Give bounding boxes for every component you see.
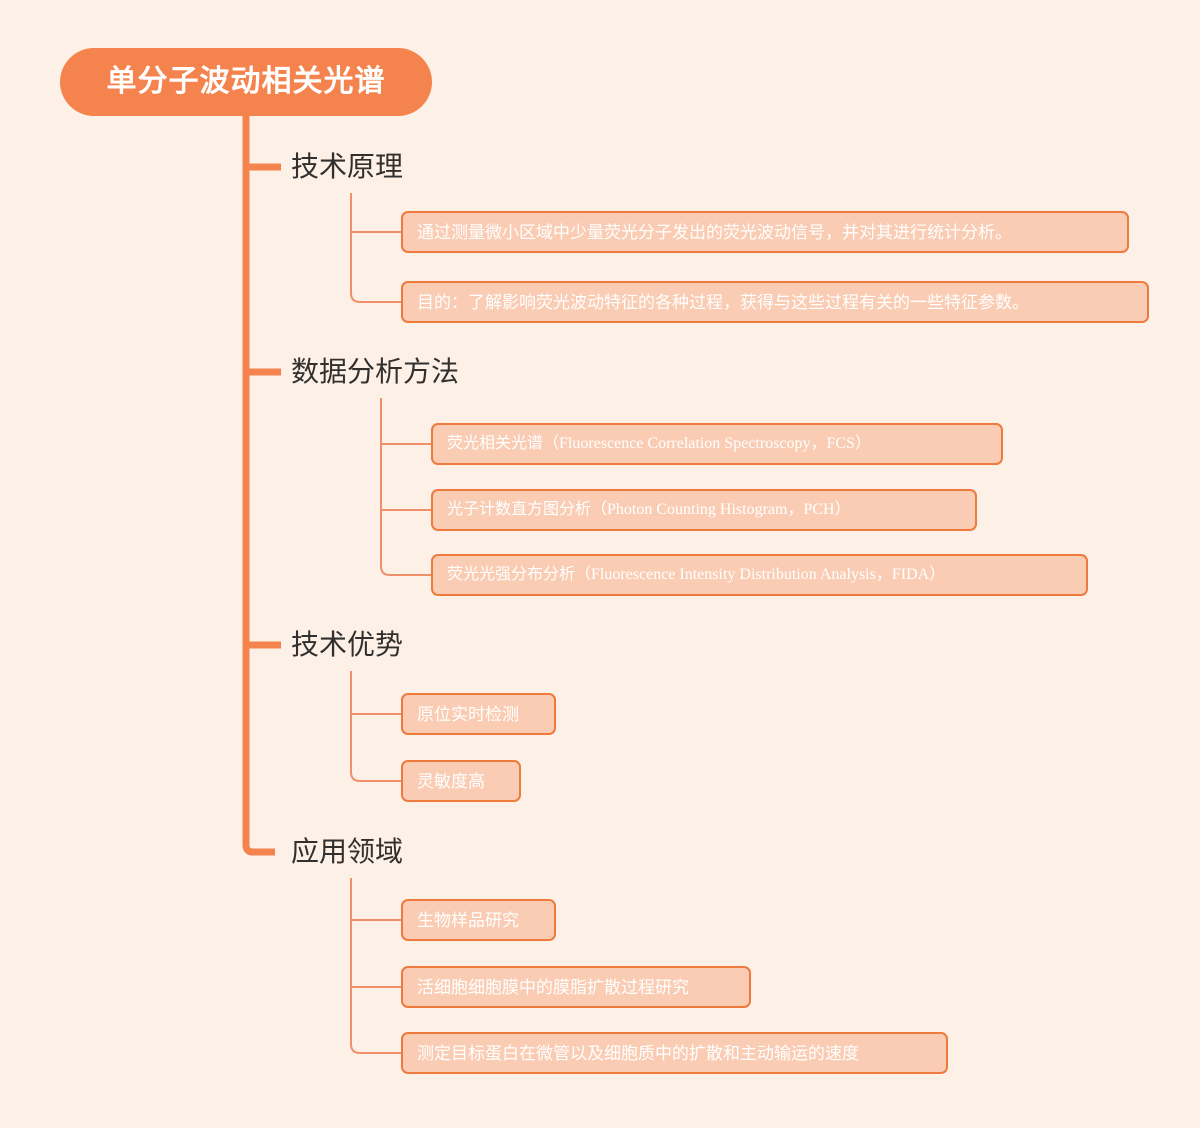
leaf-label: 通过测量微小区域中少量荧光分子发出的荧光波动信号，并对其进行统计分析。 xyxy=(417,222,1012,242)
trunk-path xyxy=(242,116,275,856)
branch-label-application-fields[interactable]: 应用领域 xyxy=(291,838,403,866)
branch-text: 应用领域 xyxy=(291,836,404,867)
leaf-label: 灵敏度高 xyxy=(417,771,485,791)
leaf-label: 原位实时检测 xyxy=(417,704,519,724)
leaf-label: 荧光相关光谱（Fluorescence Correlation Spectros… xyxy=(447,435,871,452)
child-connector xyxy=(380,398,431,445)
leaf-box[interactable]: 目的：了解影响荧光波动特征的各种过程，获得与这些过程有关的一些特征参数。 xyxy=(401,281,1149,323)
leaf-box[interactable]: 通过测量微小区域中少量荧光分子发出的荧光波动信号，并对其进行统计分析。 xyxy=(401,211,1129,253)
leaf-box[interactable]: 活细胞细胞膜中的膜脂扩散过程研究 xyxy=(401,966,751,1008)
root-node-label: 单分子波动相关光谱 xyxy=(106,65,386,98)
branch-label-data-analysis-method[interactable]: 数据分析方法 xyxy=(291,358,459,386)
child-connector xyxy=(380,398,431,511)
leaf-box[interactable]: 原位实时检测 xyxy=(401,693,556,735)
child-connector xyxy=(350,671,401,782)
leaf-label: 目的：了解影响荧光波动特征的各种过程，获得与这些过程有关的一些特征参数。 xyxy=(417,292,1029,312)
branch-text: 数据分析方法 xyxy=(291,356,460,387)
leaf-label: 光子计数直方图分析（Photon Counting Histogram，PCH） xyxy=(447,501,851,518)
leaf-box[interactable]: 生物样品研究 xyxy=(401,899,556,941)
leaf-box[interactable]: 荧光相关光谱（Fluorescence Correlation Spectros… xyxy=(431,423,1003,465)
branch-text: 技术原理 xyxy=(291,151,404,182)
leaf-label: 荧光光强分布分析（Fluorescence Intensity Distribu… xyxy=(447,566,946,583)
child-connector xyxy=(350,671,401,715)
child-connector xyxy=(350,878,401,988)
leaf-label: 测定目标蛋白在微管以及细胞质中的扩散和主动输运的速度 xyxy=(417,1043,859,1063)
branch-label-technical-advantages[interactable]: 技术优势 xyxy=(291,631,403,659)
leaf-label: 活细胞细胞膜中的膜脂扩散过程研究 xyxy=(417,977,689,997)
leaf-box[interactable]: 测定目标蛋白在微管以及细胞质中的扩散和主动输运的速度 xyxy=(401,1032,948,1074)
leaf-box[interactable]: 荧光光强分布分析（Fluorescence Intensity Distribu… xyxy=(431,554,1088,596)
child-connector xyxy=(350,878,401,921)
child-connector xyxy=(380,398,431,576)
leaf-label: 生物样品研究 xyxy=(417,910,519,930)
branch-text: 技术优势 xyxy=(291,629,404,660)
child-connector xyxy=(350,193,401,303)
branch-label-technology-principle[interactable]: 技术原理 xyxy=(291,153,403,181)
child-connector xyxy=(350,193,401,233)
leaf-box[interactable]: 灵敏度高 xyxy=(401,760,521,802)
root-node[interactable]: 单分子波动相关光谱 xyxy=(60,48,432,116)
child-connector xyxy=(350,878,401,1054)
leaf-box[interactable]: 光子计数直方图分析（Photon Counting Histogram，PCH） xyxy=(431,489,977,531)
